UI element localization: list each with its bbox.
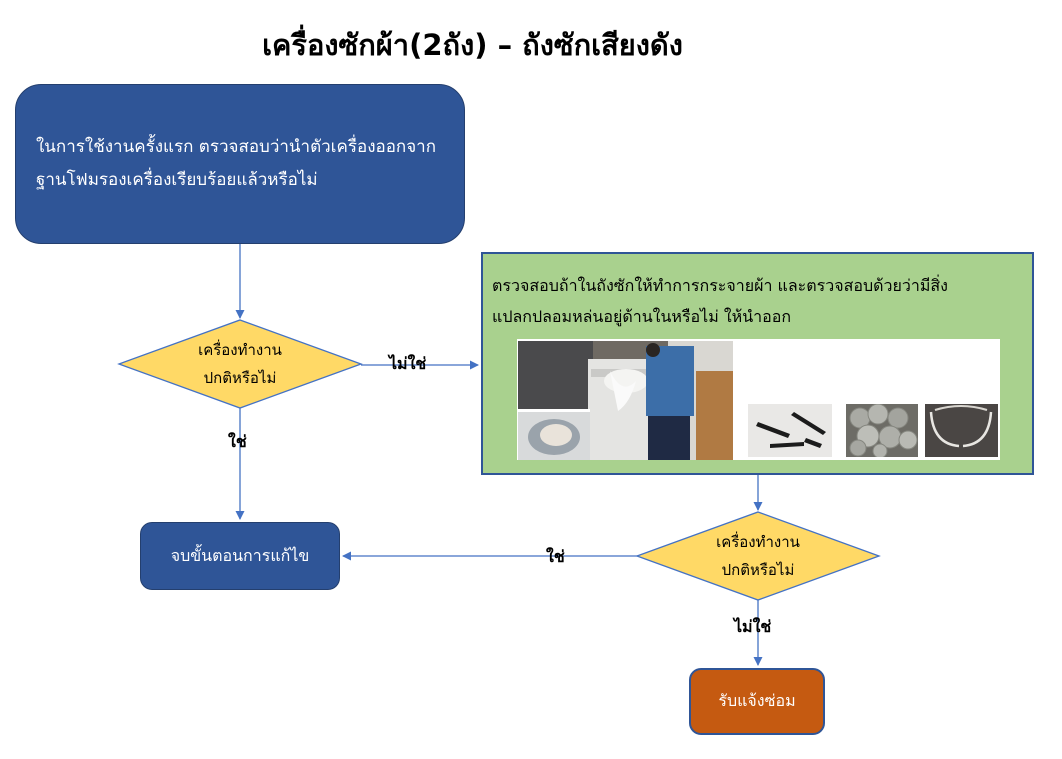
decision2-line1: เครื่องทำงาน	[716, 533, 800, 551]
decision1-line2: ปกติหรือไม่	[203, 369, 277, 387]
start-text-line2: ฐานโฟมรองเครื่องเรียบร้อยแล้วหรือไม่	[36, 170, 318, 190]
edge-label-decision1-yes: ใช่	[228, 432, 247, 451]
washer-photo	[518, 341, 733, 460]
repair-label: รับแจ้งซ่อม	[718, 691, 796, 710]
decision2-line2: ปกติหรือไม่	[721, 561, 795, 579]
check-step-line1: ตรวจสอบถ้าในถังซักให้ทำการกระจายผ้า และต…	[492, 276, 948, 295]
foreign-objects-photo-strip	[517, 339, 1000, 460]
coins-photo	[846, 404, 918, 457]
underwire-photo	[925, 404, 998, 457]
edge-label-decision1-no: ไม่ใช่	[389, 354, 427, 373]
decision1-line1: เครื่องทำงาน	[198, 341, 282, 359]
decision1-diamond	[117, 319, 363, 409]
end-box: จบขั้นตอนการแก้ไข	[140, 522, 340, 590]
start-text-line1: ในการใช้งานครั้งแรก ตรวจสอบว่านำตัวเครื่…	[36, 137, 437, 157]
decision1-text: เครื่องทำงาน ปกติหรือไม่	[150, 336, 330, 392]
edge-label-decision2-yes: ใช่	[546, 547, 565, 566]
check-step-panel: ตรวจสอบถ้าในถังซักให้ทำการกระจายผ้า และต…	[481, 252, 1034, 475]
check-step-text: ตรวจสอบถ้าในถังซักให้ทำการกระจายผ้า และต…	[492, 270, 1027, 332]
end-label: จบขั้นตอนการแก้ไข	[170, 545, 310, 565]
repair-box: รับแจ้งซ่อม	[689, 668, 825, 735]
edge-label-decision2-no: ไม่ใช่	[734, 617, 772, 636]
decision2-text: เครื่องทำงาน ปกติหรือไม่	[668, 528, 848, 584]
diagram-title: เครื่องซักผ้า(2ถัง) – ถังซักเสียงดัง	[262, 28, 683, 62]
hair-clips-photo	[748, 404, 832, 457]
check-step-line2: แปลกปลอมหล่นอยู่ด้านในหรือไม่ ให้นำออก	[492, 307, 792, 326]
start-text: ในการใช้งานครั้งแรก ตรวจสอบว่านำตัวเครื่…	[36, 131, 436, 197]
decision2-diamond	[635, 511, 881, 601]
start-box: ในการใช้งานครั้งแรก ตรวจสอบว่านำตัวเครื่…	[15, 84, 465, 244]
